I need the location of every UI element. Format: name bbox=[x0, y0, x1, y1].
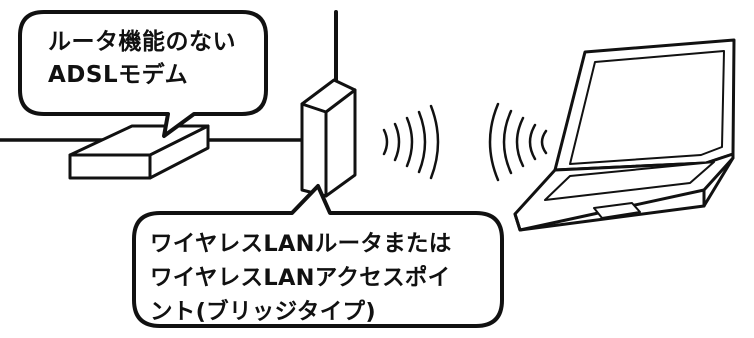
modem-callout-bubble bbox=[18, 10, 268, 138]
adsl-modem-icon bbox=[68, 124, 210, 180]
modem-callout-line-1: ルータ機能のない bbox=[48, 29, 236, 55]
modem-callout-line-2: ADSLモデム bbox=[48, 62, 189, 88]
laptop-wifi-waves-icon bbox=[488, 102, 548, 182]
router-callout-bubble bbox=[132, 184, 504, 328]
laptop-icon bbox=[513, 38, 736, 232]
router-callout-line-2: ワイヤレスLANアクセスポイ bbox=[150, 265, 451, 291]
router-callout-line-1: ワイヤレスLANルータまたは bbox=[150, 231, 452, 257]
router-callout-text: ワイヤレスLANルータまたは ワイヤレスLANアクセスポイ ント(ブリッジタイプ… bbox=[150, 227, 452, 329]
router-icon bbox=[300, 10, 357, 198]
router-wifi-waves-icon bbox=[382, 104, 440, 180]
modem-callout-text: ルータ機能のない ADSLモデム bbox=[48, 26, 236, 92]
router-callout-line-3: ント(ブリッジタイプ) bbox=[150, 299, 376, 325]
